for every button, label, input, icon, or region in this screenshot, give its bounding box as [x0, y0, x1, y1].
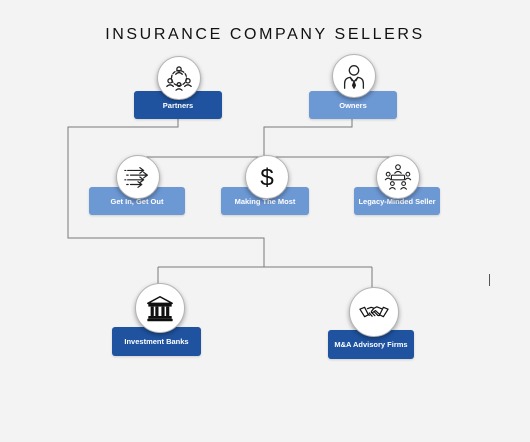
people-network-icon [157, 56, 201, 100]
partners-label: Partners [162, 100, 194, 110]
owners-label: Owners [339, 100, 367, 110]
svg-text:$: $ [260, 164, 274, 191]
get-in-get-out-label: Get In, Get Out [110, 196, 164, 206]
team-meeting-icon [376, 155, 420, 199]
bank-building-icon [135, 283, 185, 333]
handshake-icon [349, 287, 399, 337]
connector-owners [263, 119, 353, 157]
text-cursor [489, 274, 490, 286]
investment-banks-label: Investment Banks [124, 337, 189, 346]
diagram-title: INSURANCE COMPANY SELLERS [105, 26, 425, 43]
legacy-minded-seller-label: Legacy-Minded Seller [358, 196, 436, 206]
ma-advisory-firms-label: M&A Advisory Firms [334, 340, 408, 349]
dollar-icon: $ [245, 155, 289, 199]
making-the-most-label: Making The Most [234, 196, 296, 206]
speed-arrows-icon [116, 155, 160, 199]
businessman-icon [332, 54, 376, 98]
connector-partners [67, 119, 265, 267]
